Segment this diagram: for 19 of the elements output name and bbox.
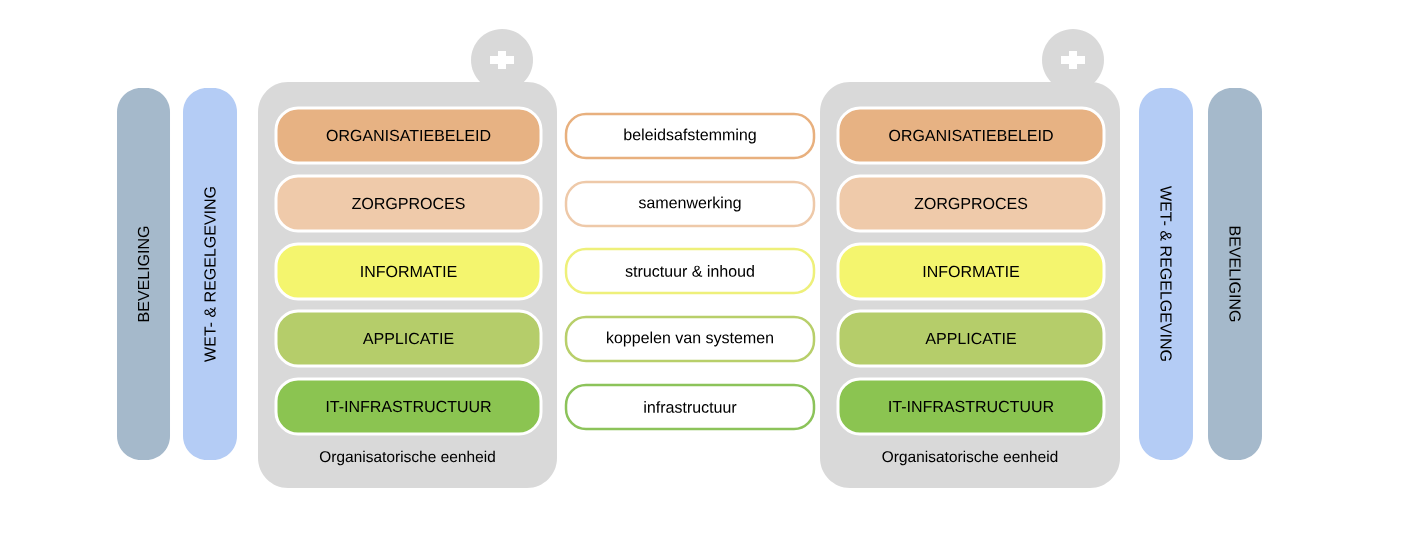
layer-box: ZORGPROCES — [274, 174, 543, 233]
layer-box: ORGANISATIEBELEID — [836, 106, 1106, 165]
side-bar: BEVELIGING — [1208, 88, 1262, 460]
layer-box: APPLICATIE — [274, 309, 543, 368]
layer-box: ZORGPROCES — [836, 174, 1106, 233]
side-bar: WET- & REGELGEVING — [183, 88, 237, 460]
interoperability-pill: structuur & inhoud — [564, 247, 816, 295]
layer-box: APPLICATIE — [836, 309, 1106, 368]
layer-box: ORGANISATIEBELEID — [274, 106, 543, 165]
layer-box: INFORMATIE — [274, 242, 543, 301]
layer-box: IT-INFRASTRUCTUUR — [836, 377, 1106, 436]
side-bar: WET- & REGELGEVING — [1139, 88, 1193, 460]
interoperability-pill: samenwerking — [564, 180, 816, 228]
interoperability-pill: koppelen van systemen — [564, 315, 816, 363]
interoperability-pill: infrastructuur — [564, 383, 816, 431]
layer-box: INFORMATIE — [836, 242, 1106, 301]
interoperability-pill: beleidsafstemming — [564, 112, 816, 160]
side-bar: BEVELIGING — [117, 88, 170, 460]
layer-box: IT-INFRASTRUCTUUR — [274, 377, 543, 436]
